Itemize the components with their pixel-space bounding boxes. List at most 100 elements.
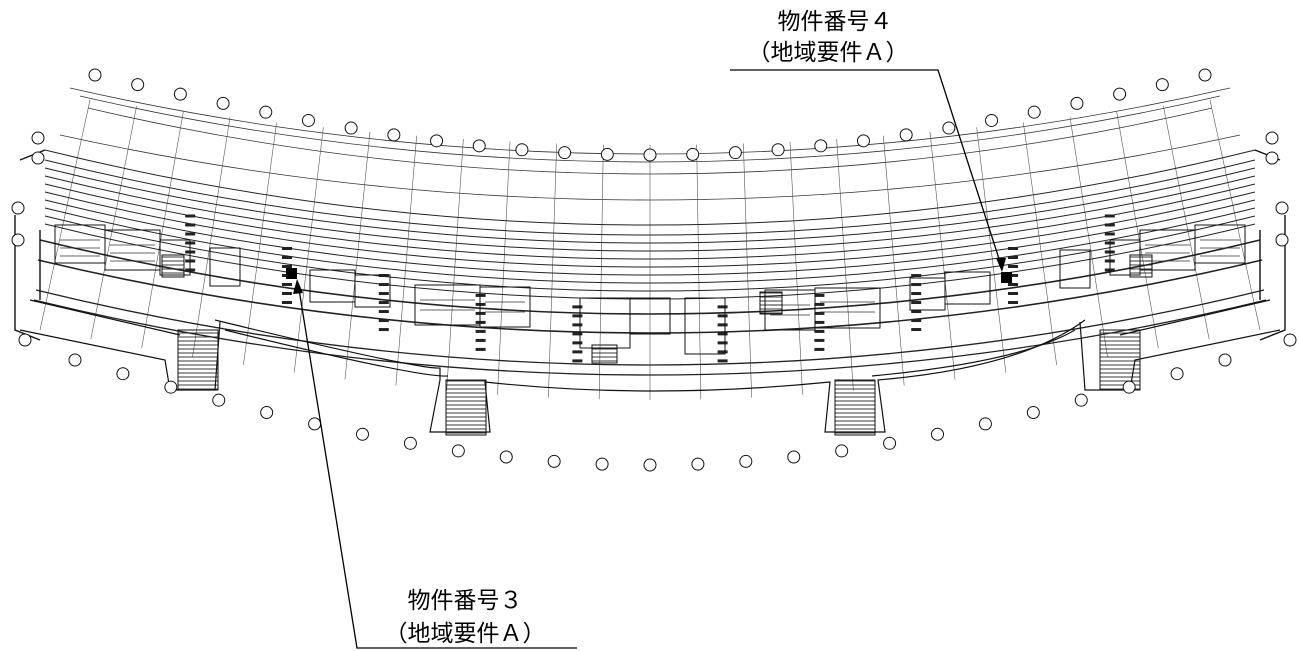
aisle-step	[1104, 223, 1115, 227]
grid-bubble	[1218, 353, 1232, 367]
callout-item-4: 物件番号４ （地域要件Ａ）	[748, 9, 909, 66]
grid-bubble	[1027, 105, 1041, 119]
grid-bubble	[771, 143, 785, 157]
aisle-step	[378, 328, 389, 332]
aisle-step	[378, 319, 389, 323]
aisle-step	[185, 214, 196, 218]
aisle-step	[1008, 246, 1018, 250]
grid-line	[497, 141, 511, 395]
grid-bubble	[451, 444, 465, 458]
grid-line	[141, 111, 184, 349]
grid-line	[90, 105, 137, 340]
aisle-step	[378, 310, 389, 314]
grid-bubble	[978, 417, 992, 431]
aisle-step	[475, 293, 486, 297]
grid-bubble	[1275, 233, 1289, 247]
grid-line	[293, 127, 324, 373]
leader-lines	[293, 69, 1006, 649]
grid-bubble	[942, 121, 956, 135]
grid-line	[789, 141, 803, 395]
grid-bubble	[472, 139, 486, 153]
grid-bubble	[31, 131, 45, 145]
aisle-step	[282, 291, 292, 295]
aisle-step	[814, 347, 825, 351]
grid-bubble	[259, 105, 273, 119]
aisle-step	[717, 359, 728, 363]
grid-bubble	[11, 201, 25, 215]
grid-bubble	[728, 146, 742, 160]
grid-bubbles	[11, 68, 1297, 472]
grid-bubble	[985, 113, 999, 127]
callout-3-line1: 物件番号３	[408, 588, 523, 614]
aisle-step	[475, 302, 486, 306]
grid-bubble	[301, 113, 315, 127]
grid-bubble	[1026, 406, 1040, 419]
grid-line	[1116, 111, 1159, 349]
grid-line	[836, 138, 854, 391]
aisle-step	[717, 332, 728, 336]
grid-bubble	[1198, 68, 1212, 82]
aisle-step	[814, 311, 825, 315]
grid-bubble	[1122, 380, 1136, 394]
aisle-step	[475, 320, 486, 324]
aisle-step	[282, 246, 292, 250]
aisle-step	[282, 264, 292, 268]
grid-bubble	[643, 458, 657, 472]
aisle-step	[282, 255, 292, 259]
aisle-step	[1008, 273, 1018, 277]
aisle-step	[717, 305, 728, 309]
aisle-step	[378, 274, 389, 278]
grid-bubble	[931, 427, 944, 441]
aisle-step	[814, 293, 825, 297]
grid-bubble	[116, 367, 130, 381]
grid-line	[743, 143, 752, 398]
aisle-step	[572, 305, 583, 309]
grid-bubble	[356, 427, 369, 441]
aisle-step	[475, 347, 486, 351]
aisle-step	[185, 223, 196, 227]
aisle-step	[1008, 282, 1018, 286]
grid-bubble	[739, 454, 753, 468]
grid-bubble	[11, 233, 25, 247]
item-4-marker	[1001, 272, 1012, 283]
grid-bubble	[68, 353, 82, 367]
grid-line	[446, 138, 464, 391]
callout-4-line2: （地域要件Ａ）	[748, 40, 909, 66]
grid-line	[39, 99, 91, 331]
aisle-step	[1008, 291, 1018, 295]
grid-bubble	[1074, 393, 1088, 407]
grid-bubble	[643, 148, 657, 162]
aisle-step	[814, 338, 825, 342]
aisle-step	[911, 274, 922, 278]
aisle-step	[911, 328, 922, 332]
grid-bubble	[1265, 131, 1279, 145]
grid-line	[192, 117, 231, 357]
grid-line	[976, 127, 1007, 373]
aisle-step	[378, 283, 389, 287]
grid-bubble	[558, 146, 572, 160]
grid-bubble	[1275, 201, 1289, 215]
aisle-step	[1008, 264, 1018, 268]
grid-bubble	[835, 444, 849, 458]
aisle-step	[1008, 300, 1018, 304]
grid-bubble	[164, 380, 178, 394]
grid-bubble	[260, 406, 274, 419]
grid-bubble	[308, 417, 322, 431]
grid-bubble	[31, 151, 45, 165]
grid-line	[395, 135, 417, 386]
grid-bubble	[787, 450, 801, 464]
aisle-step	[572, 332, 583, 336]
grid-bubble	[814, 139, 828, 153]
grid-line	[696, 144, 702, 400]
grid-line	[344, 131, 371, 380]
aisle-step	[475, 311, 486, 315]
grid-line	[929, 131, 956, 380]
aisle-step	[911, 319, 922, 323]
grid-bubble	[88, 68, 102, 82]
aisle-step	[1104, 232, 1115, 236]
aisle-step	[185, 232, 196, 236]
grid-bubble	[1265, 151, 1279, 165]
grid-bubble	[515, 143, 529, 157]
callout-4-line1: 物件番号４	[778, 9, 893, 35]
